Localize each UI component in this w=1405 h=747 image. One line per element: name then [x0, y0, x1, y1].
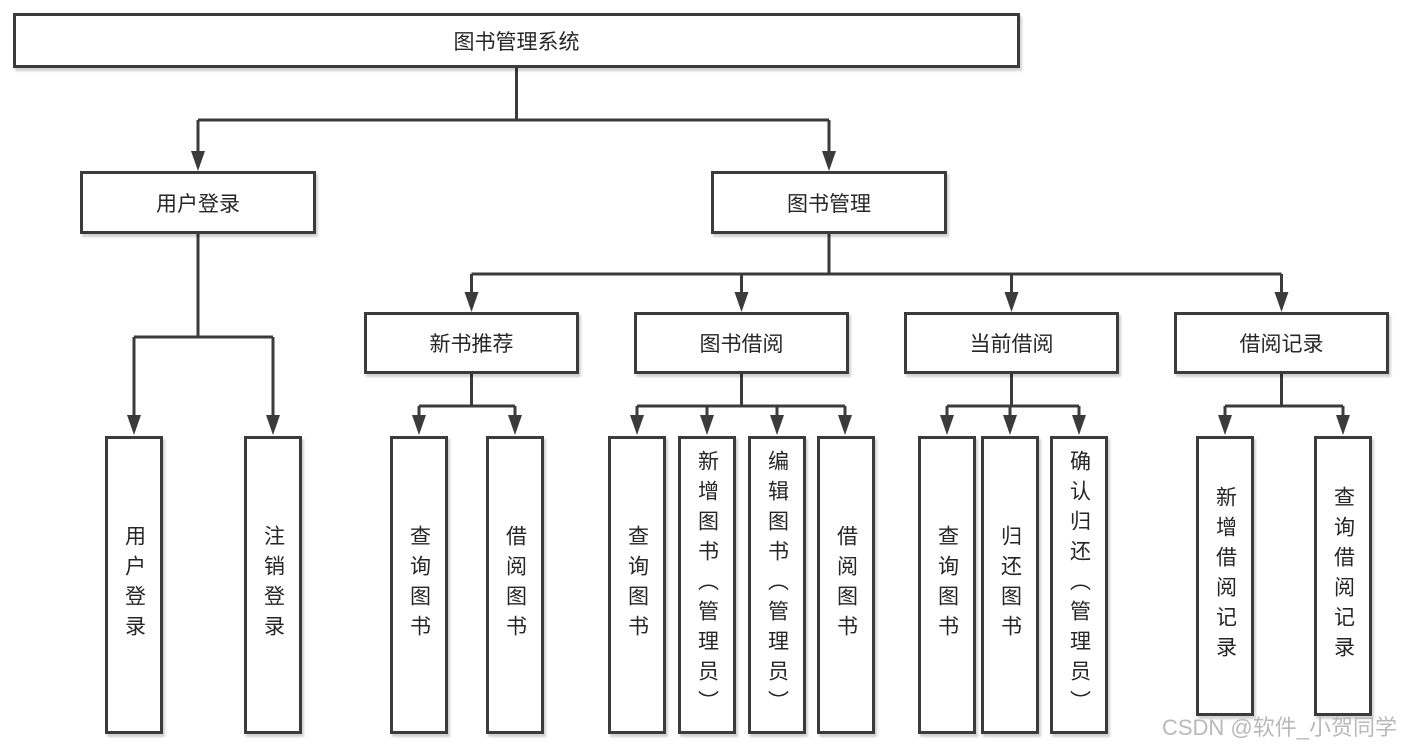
leaf-query-books-borrow: 查询图书 — [608, 436, 666, 734]
leaf-return-book: 归还图书 — [981, 436, 1039, 734]
leaf-edit-book-admin: 编辑图书（管理员） — [748, 436, 806, 734]
leaf-user-login: 用户登录 — [105, 436, 163, 734]
leaf-query-borrow-record: 查询借阅记录 — [1314, 436, 1372, 716]
node-book-borrow: 图书借阅 — [634, 312, 849, 374]
node-new-book-recommend: 新书推荐 — [364, 312, 579, 374]
leaf-borrow-books-recommend: 借阅图书 — [486, 436, 544, 734]
node-book-management: 图书管理 — [711, 171, 947, 234]
node-borrow-record: 借阅记录 — [1174, 312, 1389, 374]
leaf-query-books-recommend: 查询图书 — [390, 436, 448, 734]
node-current-borrow: 当前借阅 — [904, 312, 1119, 374]
node-user-login: 用户登录 — [80, 171, 316, 234]
leaf-borrow-books: 借阅图书 — [817, 436, 875, 734]
leaf-query-books-current: 查询图书 — [918, 436, 976, 734]
leaf-confirm-return-admin: 确认归还（管理员） — [1050, 436, 1108, 734]
leaf-add-book-admin: 新增图书（管理员） — [678, 436, 736, 734]
csdn-watermark: CSDN @软件_小贺同学 — [1161, 715, 1397, 740]
leaf-logout: 注销登录 — [244, 436, 302, 734]
leaf-add-borrow-record: 新增借阅记录 — [1196, 436, 1254, 716]
node-root-system: 图书管理系统 — [13, 13, 1020, 68]
